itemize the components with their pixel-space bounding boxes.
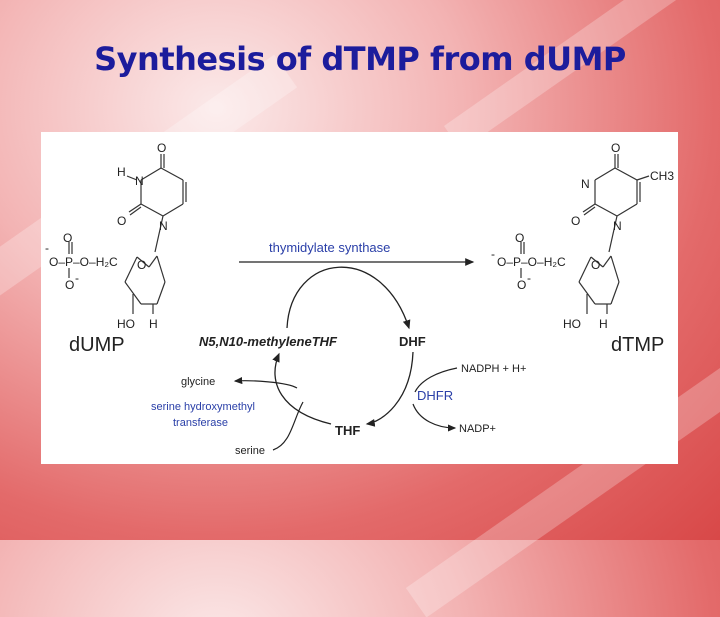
thf-label: THF [335, 423, 360, 438]
enzyme-shmt-line2: transferase [173, 417, 228, 429]
arc-to-dhf [286, 266, 411, 330]
dtmp-name: dTMP [611, 334, 664, 356]
nadp-label: NADP+ [459, 423, 496, 435]
dtmp-ho: HO [563, 317, 581, 331]
arc-dhf-to-thf [365, 351, 414, 427]
dump-p-minus-bottom: - [75, 271, 79, 285]
reaction-diagram: O H N O N O O - O–P–O–H₂C O - HO H dUMP [45, 141, 674, 457]
serine-arrow [272, 401, 304, 451]
dtmp-ch3: CH3 [650, 169, 674, 183]
dump-o-top: O [157, 141, 166, 155]
enzyme-shmt-line1: serine hydroxymethyl [151, 401, 255, 413]
dtmp-o-top: O [611, 141, 620, 155]
nadp-arrow [412, 403, 457, 432]
slide-title: Synthesis of dTMP from dUMP [94, 40, 626, 78]
dump-o-left: O [117, 214, 126, 228]
dump-name: dUMP [69, 334, 125, 356]
dump-ho: HO [117, 317, 135, 331]
dump-atom-labels: O H N O N O O - O–P–O–H₂C O - HO H [45, 141, 168, 331]
cofactor-label: N5,N10-methyleneTHF [199, 334, 338, 349]
serine-label: serine [235, 445, 265, 457]
nadph-arrow [414, 367, 458, 393]
dump-p-o-top: O [63, 231, 72, 245]
dump-o-ring: O [137, 258, 146, 272]
glycine-label: glycine [181, 376, 215, 388]
dhf-label: DHF [399, 334, 426, 349]
dtmp-h-sugar: H [599, 317, 608, 331]
dtmp-n3: N [581, 177, 590, 191]
dump-h: H [117, 165, 126, 179]
dtmp-phosphate: O–P–O–H₂C [497, 255, 566, 269]
enzyme-thymidylate-synthase: thymidylate synthase [269, 240, 390, 255]
enzyme-dhfr: DHFR [417, 388, 453, 403]
dtmp-n1: N [613, 219, 622, 233]
dump-n1: N [159, 219, 168, 233]
dump-p-minus-left: - [45, 241, 49, 255]
dtmp-atom-labels: O CH3 N O N O O - O–P–O–H₂C O - HO H [491, 141, 674, 331]
dtmp-p-minus-bottom: - [527, 271, 531, 285]
dump-phosphate: O–P–O–H₂C [49, 255, 118, 269]
nadph-label: NADPH + H+ [461, 363, 526, 375]
dump-n3: N [135, 174, 144, 188]
dump-structure [68, 154, 187, 314]
arc-thf-to-cofactor [272, 352, 332, 425]
dtmp-p-o-top: O [515, 231, 524, 245]
dtmp-p-minus-left: - [491, 247, 495, 261]
dtmp-p-o-bottom: O [517, 278, 526, 292]
glycine-arrow [233, 376, 298, 389]
diagram-panel: O H N O N O O - O–P–O–H₂C O - HO H dUMP [41, 132, 678, 464]
dump-h-sugar: H [149, 317, 158, 331]
dtmp-o-ring: O [591, 258, 600, 272]
dtmp-o-left: O [571, 214, 580, 228]
dump-p-o-bottom: O [65, 278, 74, 292]
dtmp-structure [520, 154, 650, 314]
